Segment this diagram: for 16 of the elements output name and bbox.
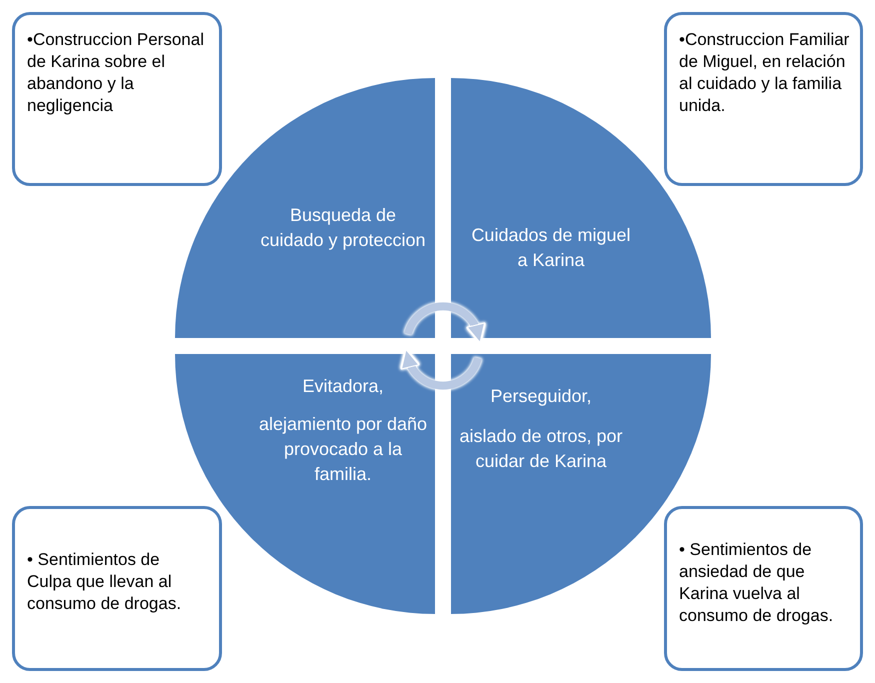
quadrant-label: Evitadora, <box>301 375 385 398</box>
text-box <box>12 506 222 671</box>
bullet-text: • Sentimientos de ansiedad de que Karina vuelva al consumo de drogas. <box>679 539 834 627</box>
text-box <box>664 506 863 671</box>
quadrant-label: Busqueda de cuidado y proteccion <box>259 204 427 252</box>
quadrant-label: Cuidados de miguel a Karina <box>470 224 632 272</box>
bullet-text: • Sentimientos de Culpa que llevan al consumo de drogas. <box>27 549 182 615</box>
curved-arrow <box>400 348 482 390</box>
bullet-text: •Construccion Personal de Karina sobre el abandono y la negligencia <box>27 29 205 117</box>
quadrant-label: alejamiento por daño provocado a la familia. <box>258 413 428 486</box>
bullet-text: •Construccion Familiar de Miguel, en relación al cuidado y la familia unida. <box>679 29 850 117</box>
text-box <box>12 12 222 186</box>
quadrant-label: aislado de otros, por cuidar de Karina <box>458 425 624 473</box>
quadrant-label: Perseguidor, <box>489 385 593 408</box>
text-box <box>664 12 863 186</box>
curved-arrow <box>404 302 486 344</box>
